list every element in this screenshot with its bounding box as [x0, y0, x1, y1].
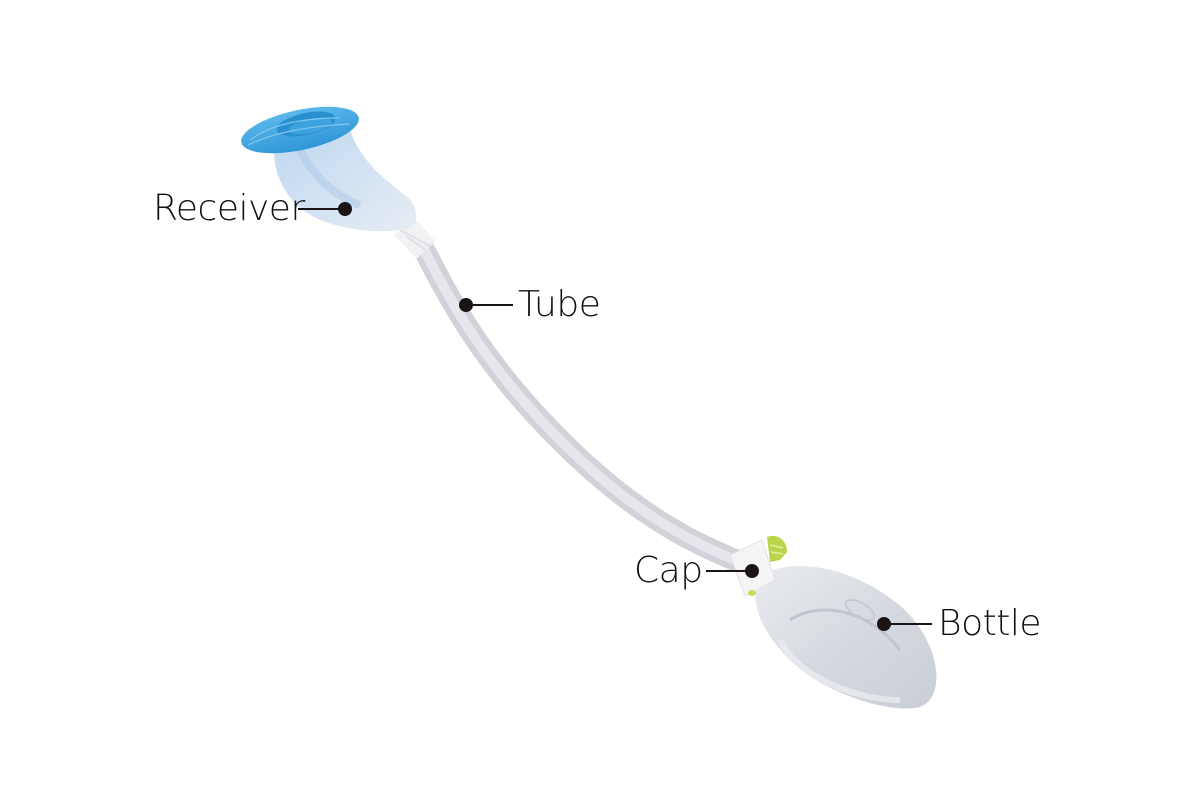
tube-part	[394, 217, 746, 571]
cap-callout-dot	[745, 564, 759, 578]
bottle-part	[755, 566, 937, 709]
bottle-callout	[877, 617, 932, 631]
receiver-part	[241, 106, 417, 232]
cap-callout	[706, 564, 759, 578]
tube-label: Tube	[518, 284, 601, 325]
bottle-callout-dot	[877, 617, 891, 631]
cap-label: Cap	[634, 550, 703, 591]
tube-callout-dot	[459, 298, 473, 312]
receiver-callout-dot	[338, 202, 352, 216]
receiver-callout	[298, 202, 352, 216]
tube-callout	[459, 298, 513, 312]
receiver-label: Receiver	[153, 188, 305, 229]
bottle-label: Bottle	[938, 603, 1041, 644]
